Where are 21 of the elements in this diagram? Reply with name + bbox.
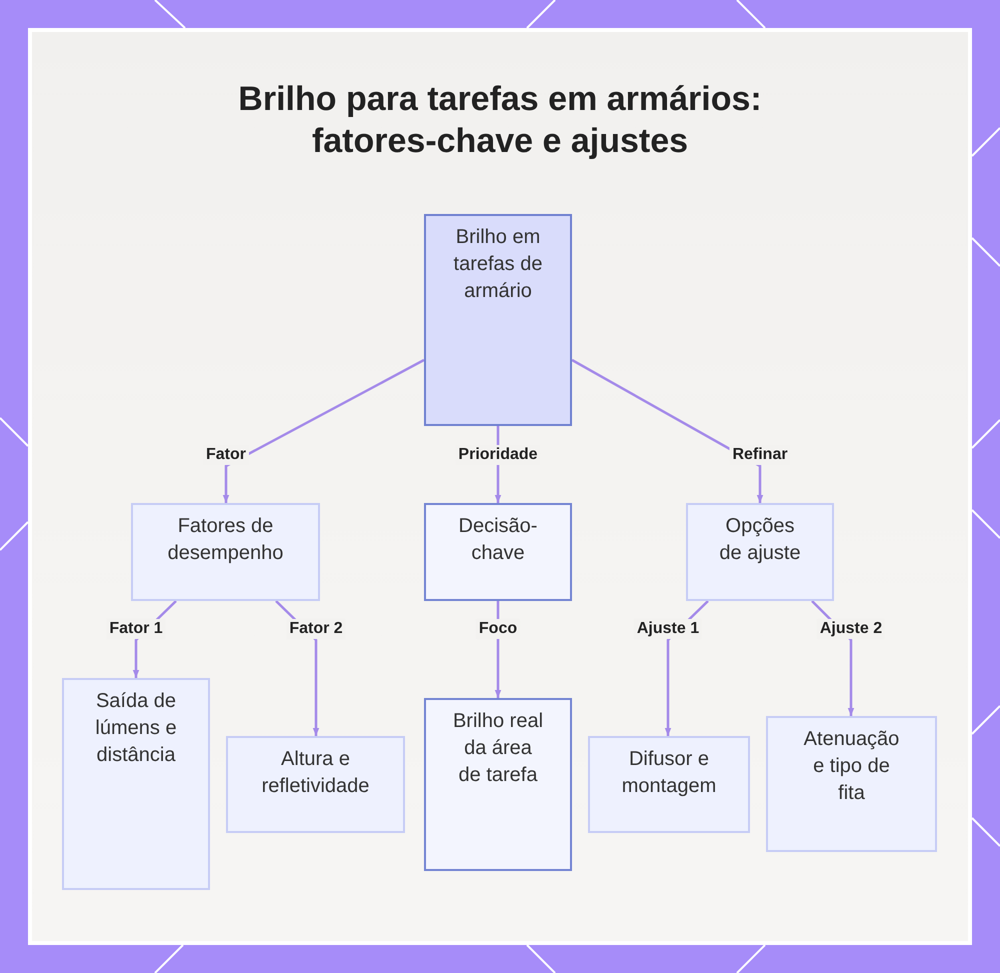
node-text: Fatores de desempenho: [166, 514, 284, 566]
process-box: [766, 716, 937, 852]
node-text: Decisão-chave: [458, 514, 538, 566]
node-text: Opções de ajuste: [718, 514, 802, 566]
node-text: Brilho real da área de tarefa: [452, 709, 544, 788]
process-box: [424, 214, 572, 426]
node-text: Altura e refletividade: [260, 747, 370, 799]
process-box: [226, 736, 405, 833]
node-text: Atenuação e tipo de fita: [802, 727, 900, 806]
process-box: [588, 736, 750, 833]
node-text: Saída de lúmens e distância: [94, 689, 178, 768]
node-text: Difusor e montagem: [620, 747, 718, 799]
process-box: [424, 503, 572, 601]
process-box: [424, 698, 572, 871]
process-box: [131, 503, 320, 601]
connector-arrow: [571, 358, 764, 503]
process-box: [62, 678, 210, 890]
node-text: Brilho em tarefas de armário: [452, 225, 544, 304]
process-box: [686, 503, 834, 601]
diagram-title: Brilho para tarefas em armários: fatores-chave e ajustes: [237, 79, 763, 162]
connector-arrow: [222, 358, 425, 503]
